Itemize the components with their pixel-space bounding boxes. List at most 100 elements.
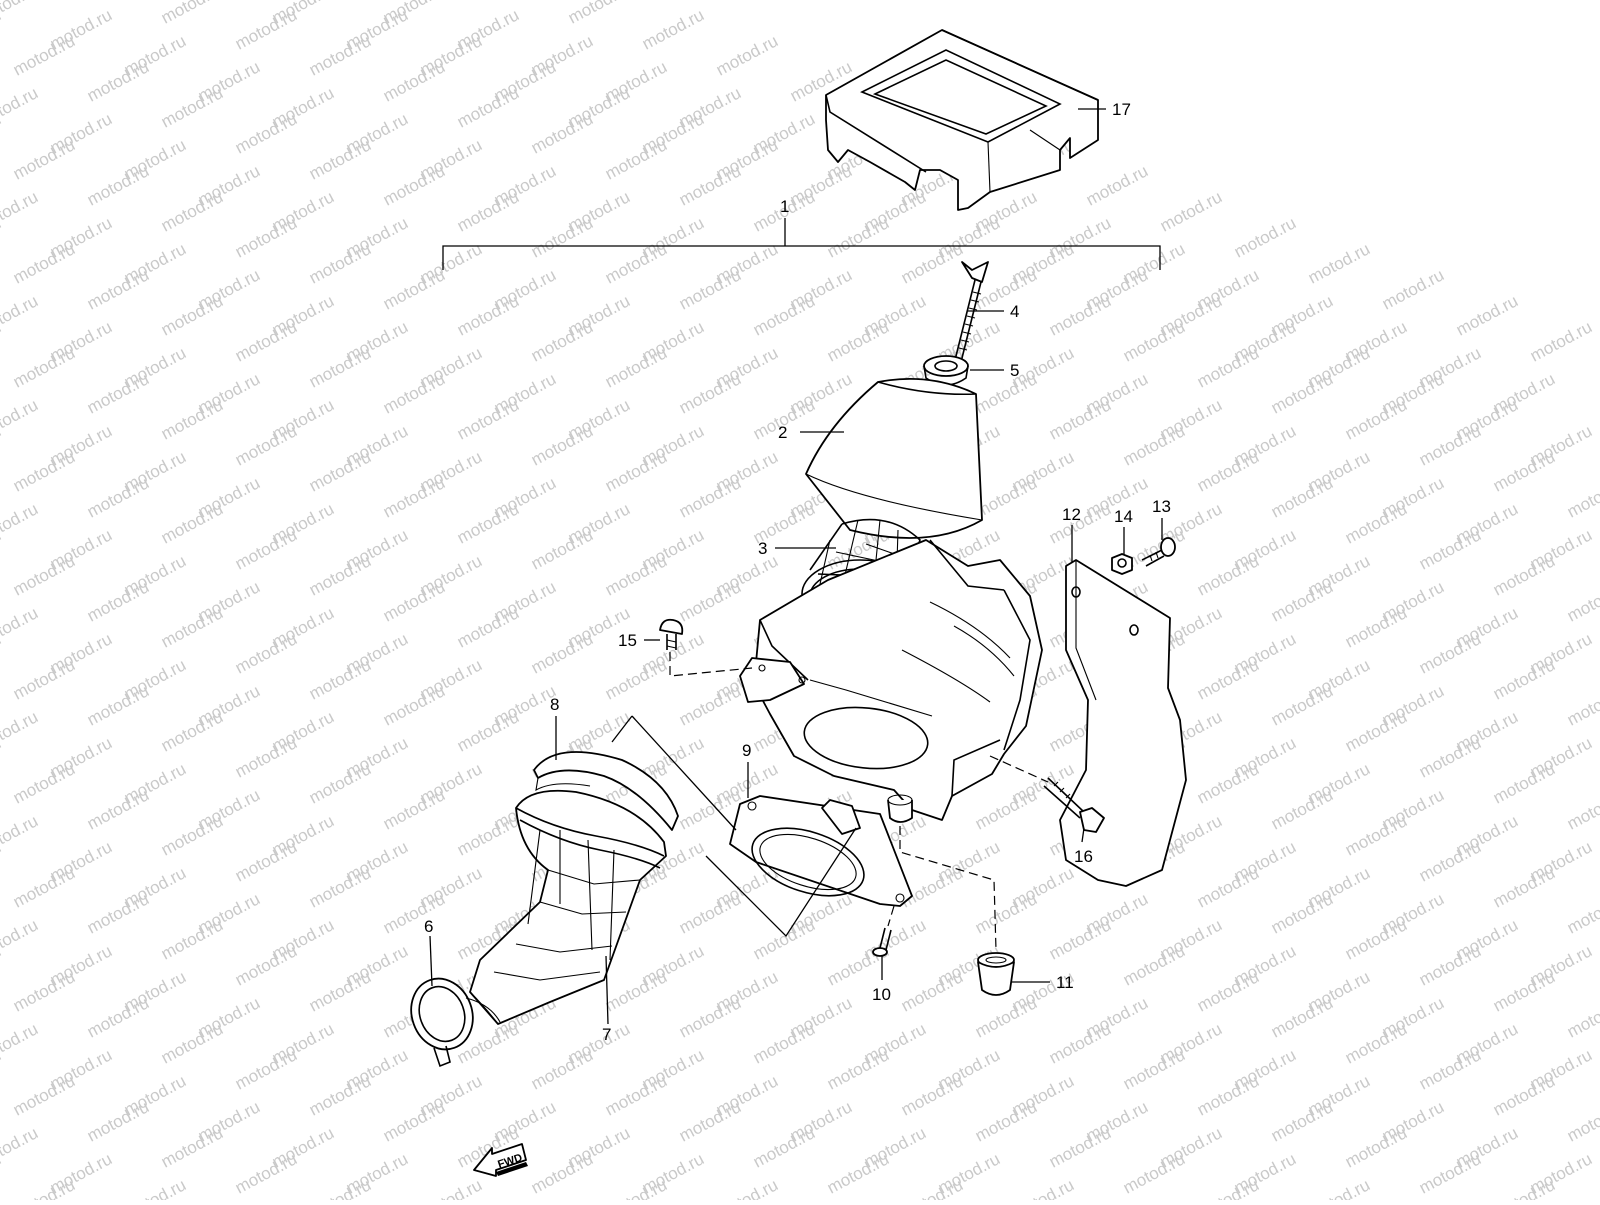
watermark-text: motod.ru bbox=[750, 291, 818, 339]
callout-16: 16 bbox=[1074, 847, 1093, 866]
callout-labels: 17 1 4 5 2 3 12 14 13 15 8 9 16 6 10 11 … bbox=[424, 100, 1171, 1044]
watermark-text: motod.ru bbox=[454, 603, 522, 651]
watermark-text: motod.ru bbox=[1268, 785, 1336, 833]
watermark-text: motod.ru bbox=[1490, 863, 1558, 911]
watermark-text: motod.ru bbox=[380, 681, 448, 729]
watermark-text: motod.ru bbox=[528, 1149, 596, 1197]
watermark-text: motod.ru bbox=[528, 629, 596, 677]
watermark-text: motod.ru bbox=[0, 915, 41, 963]
watermark-text: motod.ru bbox=[602, 135, 670, 183]
watermark-text: motod.ru bbox=[824, 1149, 892, 1197]
watermark-text: motod.ru bbox=[1268, 993, 1336, 1041]
watermark-text: motod.ru bbox=[84, 681, 152, 729]
watermark-text: motod.ru bbox=[1046, 395, 1114, 443]
watermark-text: motod.ru bbox=[232, 837, 300, 885]
air-filter-element-part bbox=[805, 378, 983, 539]
watermark-text: motod.ru bbox=[1268, 1097, 1336, 1145]
watermark-text: motod.ru bbox=[380, 1097, 448, 1145]
watermark-text: motod.ru bbox=[972, 993, 1040, 1041]
watermark-text: motod.ru bbox=[1490, 967, 1558, 1015]
callout-15: 15 bbox=[618, 631, 637, 650]
watermark-text: motod.ru bbox=[158, 187, 226, 235]
watermark-text: motod.ru bbox=[10, 1175, 78, 1200]
watermark-text: motod.ru bbox=[306, 31, 374, 79]
watermark-text: motod.ru bbox=[1194, 759, 1262, 807]
watermark-text: motod.ru bbox=[0, 499, 41, 547]
watermark-text: motod.ru bbox=[454, 707, 522, 755]
watermark-text: motod.ru bbox=[232, 5, 300, 53]
watermark-text: motod.ru bbox=[528, 317, 596, 365]
watermark-text: motod.ru bbox=[232, 109, 300, 157]
watermark-text: motod.ru bbox=[84, 1097, 152, 1145]
watermark-text: motod.ru bbox=[602, 551, 670, 599]
watermark-text: motod.ru bbox=[528, 421, 596, 469]
watermark-text: motod.ru bbox=[1564, 1097, 1600, 1145]
watermark-text: motod.ru bbox=[1490, 447, 1558, 495]
watermark-text: motod.ru bbox=[1416, 629, 1484, 677]
watermark-text: motod.ru bbox=[306, 1071, 374, 1119]
watermark-text: motod.ru bbox=[1342, 915, 1410, 963]
watermark-text: motod.ru bbox=[306, 759, 374, 807]
watermark-text: motod.ru bbox=[1268, 577, 1336, 625]
watermark-text: motod.ru bbox=[0, 1019, 41, 1067]
watermark-text: motod.ru bbox=[1046, 915, 1114, 963]
watermark-text: motod.ru bbox=[10, 135, 78, 183]
watermark-text: motod.ru bbox=[158, 603, 226, 651]
watermark-text: motod.ru bbox=[676, 473, 744, 521]
watermark-text: motod.ru bbox=[528, 1045, 596, 1093]
assembly-bracket bbox=[442, 218, 1161, 270]
callout-8: 8 bbox=[550, 695, 559, 714]
forward-direction-arrow: FWD bbox=[473, 1143, 528, 1177]
watermark-text: motod.ru bbox=[972, 785, 1040, 833]
watermark-text: motod.ru bbox=[121, 1175, 189, 1200]
watermark-text: motod.ru bbox=[0, 707, 41, 755]
watermark-text: motod.ru bbox=[676, 577, 744, 625]
watermark-text: motod.ru bbox=[1157, 187, 1225, 235]
watermark-text: motod.ru bbox=[232, 213, 300, 261]
air-box-body-part bbox=[739, 539, 1043, 823]
watermark-text: motod.ru bbox=[750, 915, 818, 963]
watermark-text: motod.ru bbox=[380, 889, 448, 937]
watermark-text: motod.ru bbox=[10, 31, 78, 79]
watermark-text: motod.ru bbox=[1416, 421, 1484, 469]
watermark-text: motod.ru bbox=[1342, 1123, 1410, 1171]
watermark-text: motod.ru bbox=[898, 1071, 966, 1119]
watermark-text: motod.ru bbox=[158, 499, 226, 547]
air-box-cover-part bbox=[825, 29, 1099, 211]
watermark-text: motod.ru bbox=[84, 889, 152, 937]
watermark-text: motod.ru bbox=[898, 967, 966, 1015]
watermark-text: motod.ru bbox=[306, 1175, 374, 1200]
watermark-text: motod.ru bbox=[84, 785, 152, 833]
watermark-text: motod.ru bbox=[84, 577, 152, 625]
watermark-text: motod.ru bbox=[0, 291, 41, 339]
watermark-text: motod.ru bbox=[1416, 1045, 1484, 1093]
watermark-text: motod.ru bbox=[972, 1097, 1040, 1145]
watermark-text: motod.ru bbox=[454, 187, 522, 235]
watermark-text: motod.ru bbox=[158, 1123, 226, 1171]
watermark-text: motod.ru bbox=[380, 57, 448, 105]
watermark-text: motod.ru bbox=[0, 0, 41, 28]
watermark-text: motod.ru bbox=[1268, 369, 1336, 417]
watermark-text: motod.ru bbox=[158, 811, 226, 859]
watermark-text: motod.ru bbox=[380, 369, 448, 417]
watermark-text: motod.ru bbox=[602, 1071, 670, 1119]
screw-15-part bbox=[659, 618, 753, 677]
watermark-text: motod.ru bbox=[1120, 317, 1188, 365]
watermark-text: motod.ru bbox=[306, 967, 374, 1015]
callout-2: 2 bbox=[778, 423, 787, 442]
watermark-text: motod.ru bbox=[602, 343, 670, 391]
watermark-text: motod.ru bbox=[1120, 1045, 1188, 1093]
watermark-text: motod.ru bbox=[750, 1123, 818, 1171]
watermark-text: motod.ru bbox=[676, 265, 744, 313]
watermark-text: motod.ru bbox=[84, 993, 152, 1041]
callout-7: 7 bbox=[602, 1025, 611, 1044]
watermark-text: motod.ru bbox=[1120, 421, 1188, 469]
watermark-text: motod.ru bbox=[1046, 1123, 1114, 1171]
watermark-text: motod.ru bbox=[1120, 941, 1188, 989]
watermark-text: motod.ru bbox=[1564, 993, 1600, 1041]
callout-12: 12 bbox=[1062, 505, 1081, 524]
watermark-text: motod.ru bbox=[380, 577, 448, 625]
watermark-text: motod.ru bbox=[1416, 837, 1484, 885]
callout-5: 5 bbox=[1010, 361, 1019, 380]
